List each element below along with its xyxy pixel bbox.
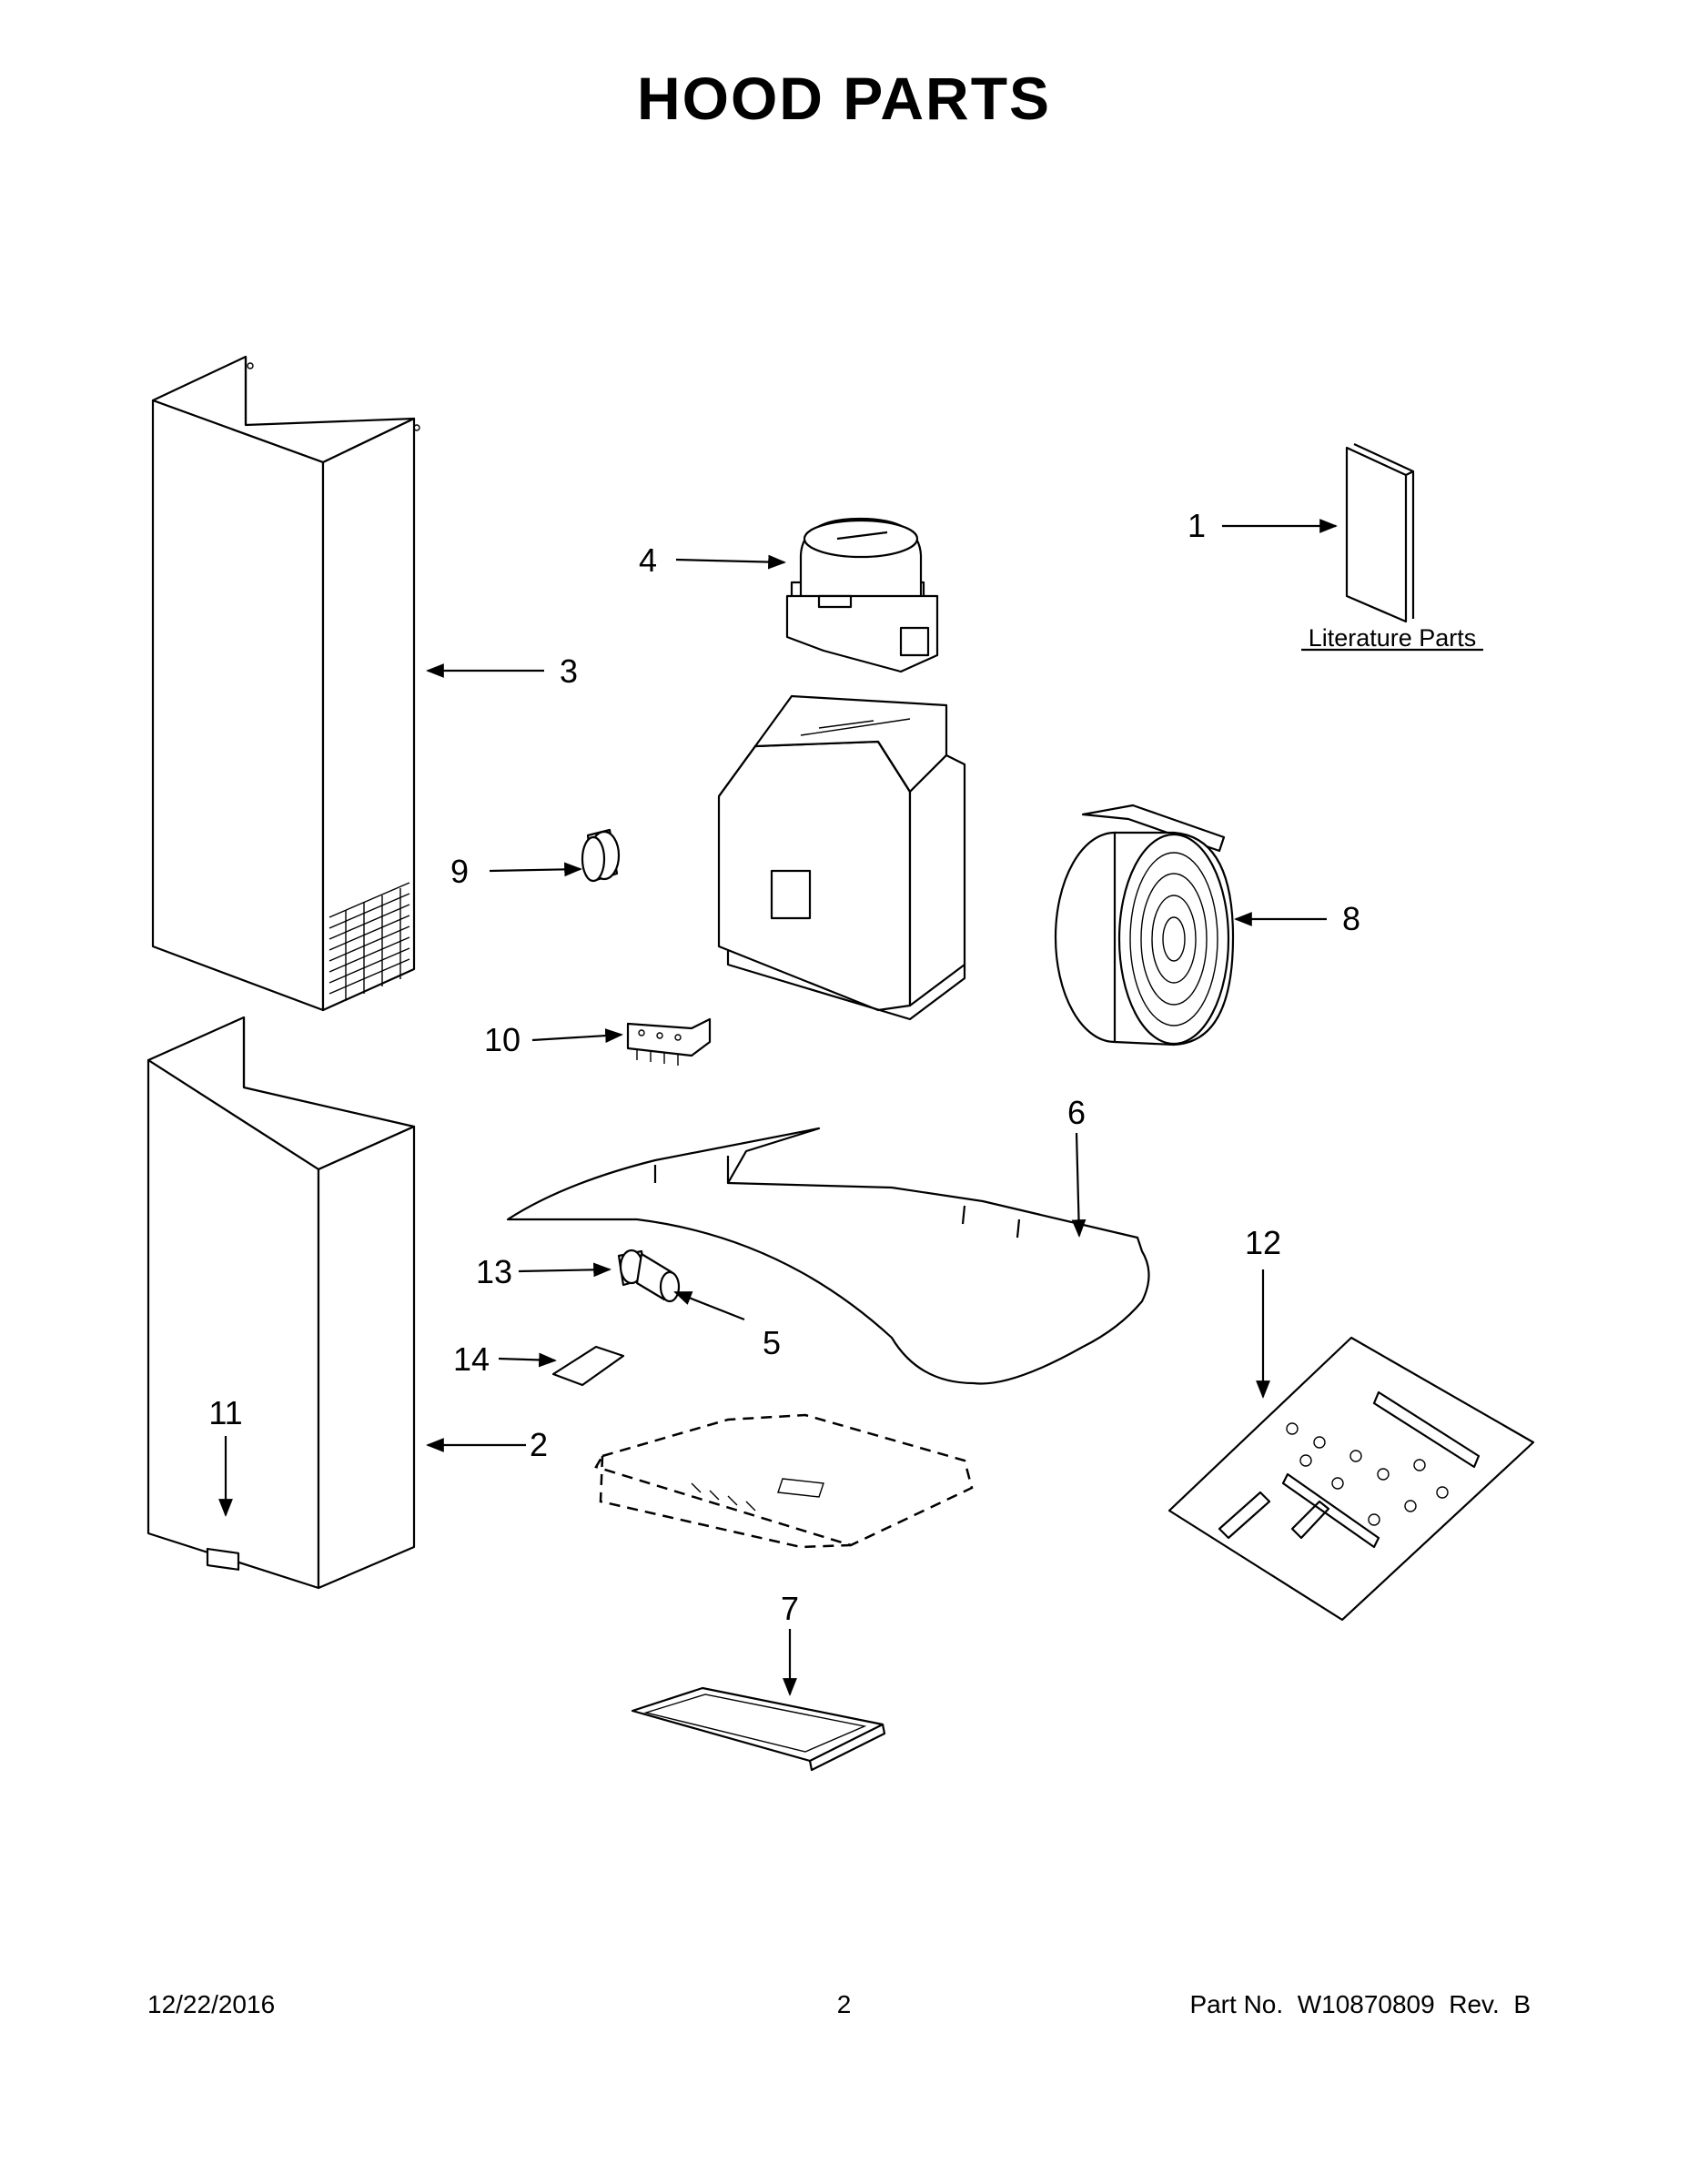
- part-14-label-plate[interactable]: [551, 1345, 625, 1387]
- callout-4: 4: [639, 541, 657, 579]
- callout-5: 5: [763, 1324, 781, 1361]
- callout-9: 9: [450, 853, 469, 890]
- callout-2: 2: [530, 1426, 548, 1463]
- callout-14: 14: [453, 1340, 490, 1378]
- footer-part-number: Part No. W10870809 Rev. B: [1189, 1990, 1531, 2018]
- callout-12: 12: [1245, 1224, 1281, 1261]
- page-title: HOOD PARTS: [636, 65, 1052, 132]
- part-11-label[interactable]: [206, 1547, 240, 1571]
- callout-13: 13: [476, 1253, 512, 1290]
- blower-housing: [717, 694, 966, 1021]
- literature-parts-label: Literature Parts: [1309, 624, 1477, 652]
- callout-6: 6: [1067, 1094, 1086, 1131]
- callout-1: 1: [1188, 507, 1206, 544]
- callout-10: 10: [484, 1021, 521, 1058]
- callout-8: 8: [1342, 900, 1360, 937]
- part-2-lower-chimney-cover[interactable]: [147, 1016, 416, 1590]
- part-3-upper-chimney-cover[interactable]: [151, 355, 420, 1012]
- part-10-switch[interactable]: [626, 1017, 712, 1066]
- callout-3: 3: [560, 652, 578, 690]
- part-8-blower-motor-wheel[interactable]: [1054, 804, 1235, 1046]
- footer-page-number: 2: [836, 1990, 852, 2018]
- part-9-knob[interactable]: [581, 828, 621, 883]
- footer-date: 12/22/2016: [147, 1990, 276, 2018]
- part-6-glass-canopy[interactable]: [506, 1127, 1150, 1385]
- part-12-hardware-kit[interactable]: [1167, 1336, 1535, 1622]
- control-panel-tray: [594, 1413, 974, 1549]
- part-7-grease-filter[interactable]: [631, 1686, 886, 1772]
- callout-numbers: 1 2 3 4 5 6 7 8 9 10 11 12 13 14: [208, 507, 1360, 1627]
- leader-lines: [218, 519, 1338, 1696]
- part-1-literature-booklet[interactable]: [1345, 443, 1415, 623]
- part-4-damper-transition[interactable]: [785, 517, 939, 673]
- callout-11: 11: [208, 1394, 242, 1431]
- part-5-light-bulb[interactable]: [635, 1252, 681, 1303]
- callout-7: 7: [781, 1590, 799, 1627]
